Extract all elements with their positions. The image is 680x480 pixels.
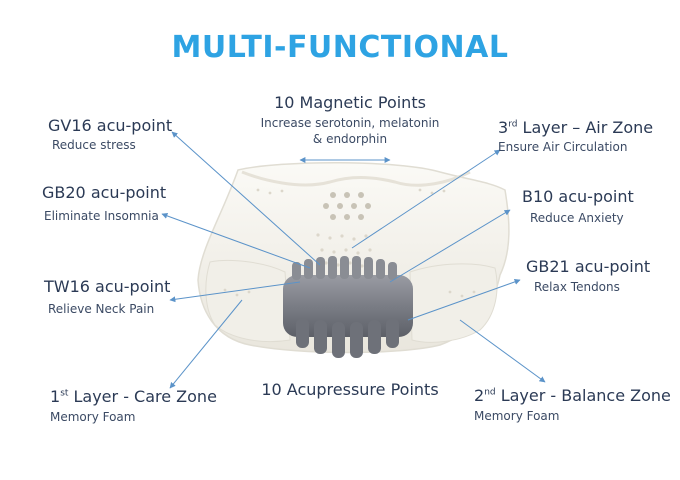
- callout-arrows: [161, 131, 546, 389]
- arrow-layer1: [169, 299, 243, 389]
- arrow-gb21: [407, 278, 521, 321]
- label-acupressure: 10 Acupressure Points: [261, 380, 439, 399]
- desc-gv16: Reduce stress: [52, 138, 136, 152]
- massage-roller: [283, 256, 413, 358]
- label-layer3: 3rd Layer – Air Zone: [498, 118, 654, 137]
- pillow-right-wing: [409, 263, 498, 343]
- label-gv16: GV16 acu-point: [48, 116, 173, 135]
- arrow-gb20: [161, 213, 311, 269]
- arrow-tw16: [169, 281, 301, 303]
- ventilation-holes: [223, 188, 476, 298]
- diagram-title: MULTI-FUNCTIONAL: [171, 30, 509, 65]
- arrow-layer2: [459, 319, 546, 383]
- arrow-gv16: [171, 131, 321, 266]
- arrow-b10: [389, 209, 511, 283]
- desc-gb21: Relax Tendons: [534, 280, 620, 294]
- desc-b10: Reduce Anxiety: [530, 211, 624, 225]
- label-magnetic: 10 Magnetic Points: [274, 93, 426, 112]
- label-tw16: TW16 acu-point: [44, 277, 171, 296]
- label-layer2: 2nd Layer - Balance Zone: [474, 386, 671, 405]
- label-layer1: 1st Layer - Care Zone: [50, 387, 217, 406]
- desc-layer1: Memory Foam: [50, 410, 136, 424]
- desc-magnetic-1: Increase serotonin, melatonin: [260, 116, 440, 130]
- pillow-top-bumps: [241, 170, 471, 187]
- magnetic-dots: [323, 192, 371, 220]
- desc-gb20: Eliminate Insomnia: [44, 209, 159, 223]
- pillow-left-wing: [205, 259, 291, 343]
- desc-layer2: Memory Foam: [474, 409, 560, 423]
- label-gb20: GB20 acu-point: [42, 183, 167, 202]
- label-gb21: GB21 acu-point: [526, 257, 651, 276]
- arrow-layer3: [351, 149, 501, 249]
- desc-layer3: Ensure Air Circulation: [498, 140, 628, 154]
- label-b10: B10 acu-point: [522, 187, 634, 206]
- desc-tw16: Relieve Neck Pain: [48, 302, 155, 316]
- desc-magnetic-2: & endorphin: [312, 132, 388, 146]
